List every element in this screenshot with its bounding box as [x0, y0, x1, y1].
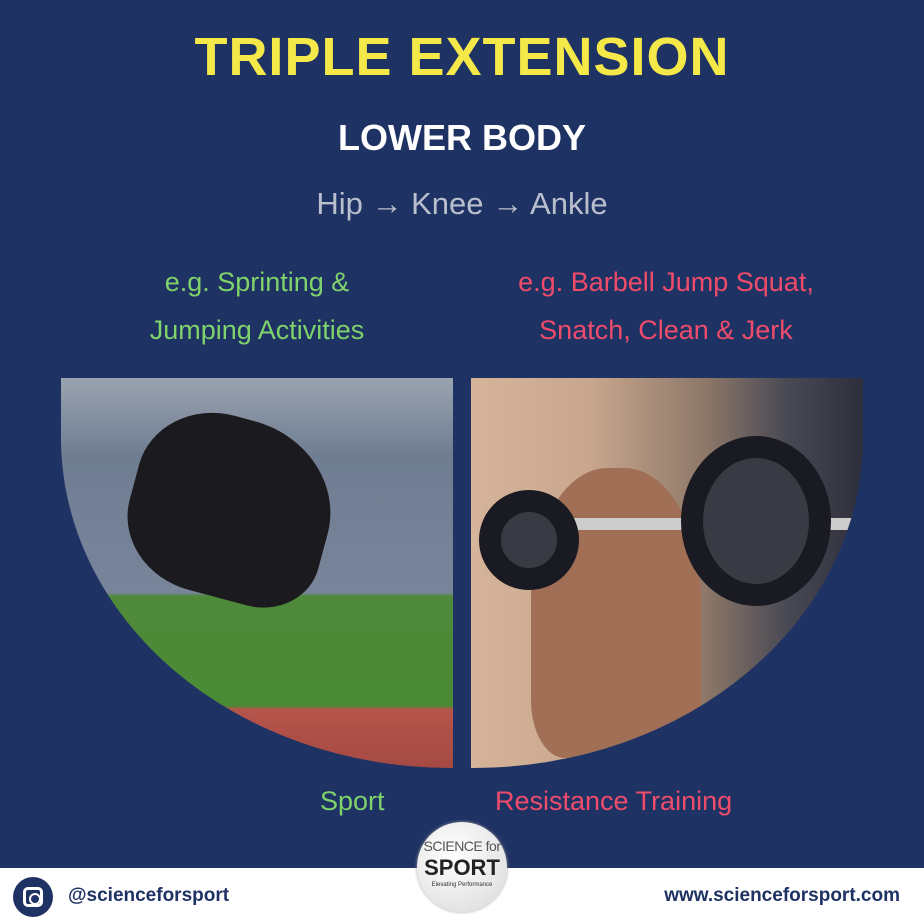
- logo-tagline: Elevating Performance: [431, 882, 493, 888]
- joint-sequence: Hip → Knee → Ankle: [316, 186, 608, 221]
- science-for-sport-logo: SCIENCE for SPORT Elevating Performance: [417, 822, 507, 912]
- instagram-handle[interactable]: @scienceforsport: [68, 885, 230, 906]
- subtitle: LOWER BODY: [338, 117, 586, 158]
- sport-example-line: Jumping Activities: [149, 315, 365, 345]
- sport-label: Sport: [320, 786, 385, 816]
- resistance-label: Resistance Training: [495, 786, 733, 816]
- sport-examples: e.g. Sprinting & Jumping Activities: [57, 258, 457, 354]
- resistance-examples: e.g. Barbell Jump Squat, Snatch, Clean &…: [466, 258, 866, 354]
- page-title: TRIPLE EXTENSION: [194, 27, 730, 87]
- barbell-plate: [681, 436, 831, 606]
- resistance-example-line: Snatch, Clean & Jerk: [539, 315, 793, 345]
- barbell-plate: [479, 490, 579, 590]
- logo-text: SCIENCE for: [423, 838, 501, 854]
- website-link[interactable]: www.scienceforsport.com: [664, 885, 900, 906]
- instagram-icon[interactable]: [13, 877, 53, 917]
- sprinter-figure: [111, 395, 351, 621]
- logo-text: SPORT: [424, 855, 500, 880]
- sport-example-line: e.g. Sprinting &: [164, 267, 350, 297]
- resistance-example-line: e.g. Barbell Jump Squat,: [518, 267, 814, 297]
